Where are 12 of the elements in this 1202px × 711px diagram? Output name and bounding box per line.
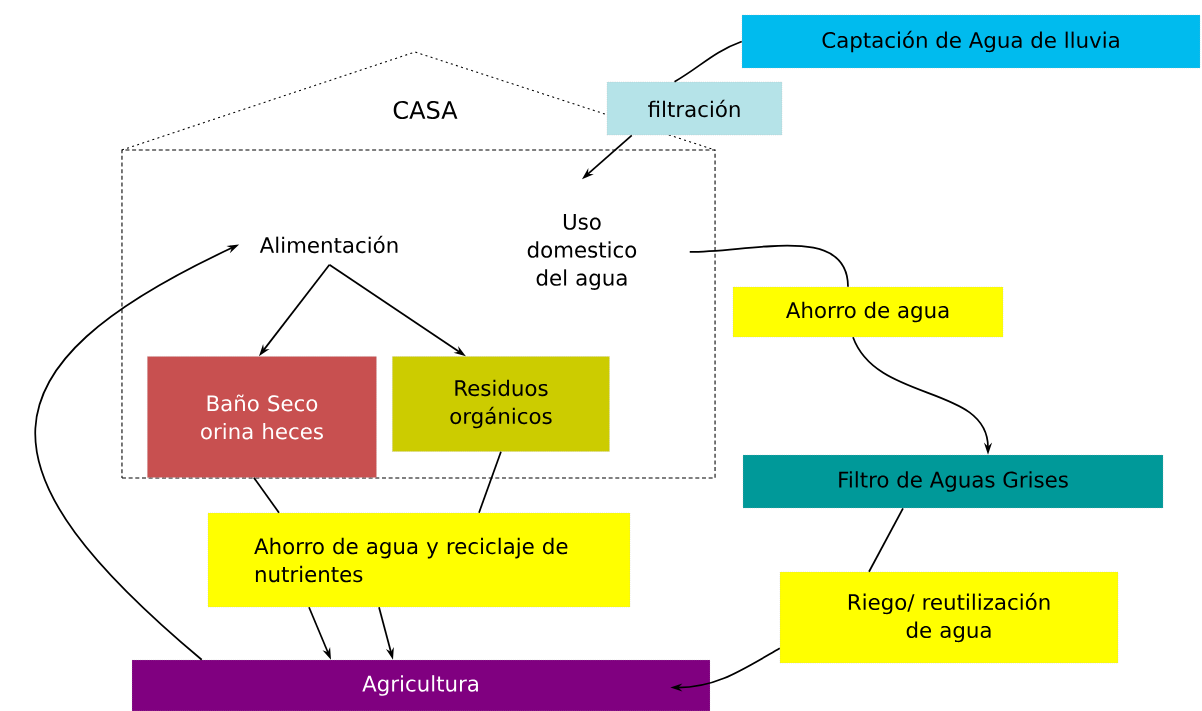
process-box: Captación de Agua de lluvia [741, 14, 1201, 69]
process-box: Filtro de Aguas Grises [742, 454, 1164, 509]
process-box: Ahorro de agua y reciclaje de nutrientes [207, 512, 631, 608]
process-box: Residuos orgánicos [392, 356, 610, 452]
process-box: Ahorro de agua [732, 286, 1004, 338]
process-text: Uso domestico del agua [527, 213, 637, 290]
process-box: filtración [606, 81, 783, 136]
node-label: CASA [393, 100, 458, 120]
process-box: Agricultura [131, 659, 711, 711]
process-text: Alimentación [259, 235, 398, 254]
process-box: Riego/ reutilización de agua [779, 571, 1119, 664]
process-box: Baño Seco orina heces [147, 356, 377, 478]
